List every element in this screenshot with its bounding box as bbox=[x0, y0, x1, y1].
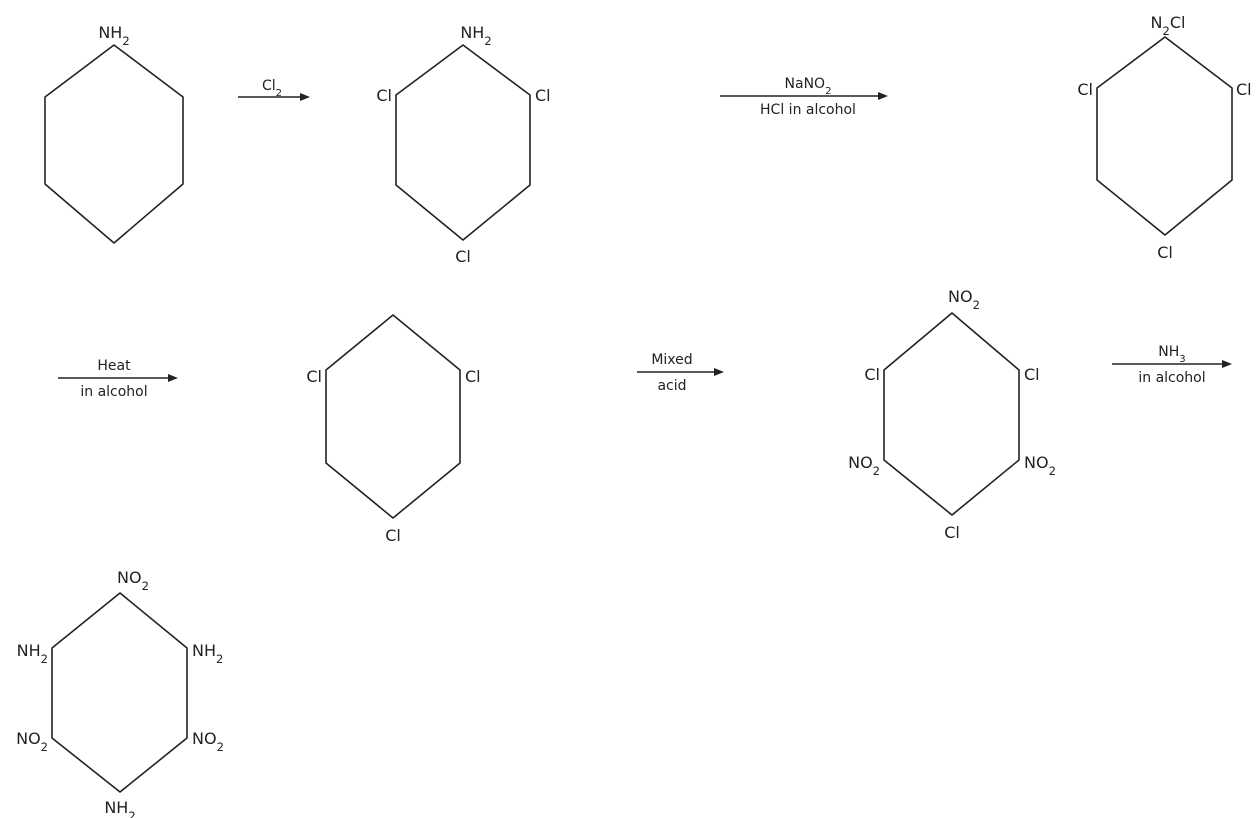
reaction-arrow-3: Heat in alcohol bbox=[58, 358, 178, 400]
substituent-lower-right: NO2 bbox=[1024, 453, 1056, 478]
reagent-below: HCl in alcohol bbox=[760, 102, 856, 118]
reagent-below: in alcohol bbox=[80, 384, 147, 400]
substituent-top: NO2 bbox=[948, 287, 980, 312]
reagent-below: acid bbox=[657, 378, 686, 394]
molecule-aniline: NH2 bbox=[44, 23, 184, 244]
substituent-bottom: Cl bbox=[1157, 243, 1173, 262]
reaction-arrow-4: Mixed acid bbox=[637, 352, 724, 394]
substituent-lower-left: NO2 bbox=[16, 729, 48, 754]
substituent-top: NO2 bbox=[117, 568, 149, 593]
substituent-upper-left: Cl bbox=[1077, 80, 1093, 99]
substituent-upper-left: NH2 bbox=[17, 641, 48, 666]
substituent-bottom: Cl bbox=[385, 526, 401, 545]
benzene-ring bbox=[1096, 36, 1233, 236]
molecule-trichlorodiazonium: N2Cl Cl Cl Cl bbox=[1077, 13, 1251, 262]
reaction-arrow-5: NH3 in alcohol bbox=[1112, 344, 1232, 386]
substituent-upper-right: Cl bbox=[1024, 365, 1040, 384]
substituent-lower-right: NO2 bbox=[192, 729, 224, 754]
substituent-bottom: Cl bbox=[455, 247, 471, 266]
reagent-below: in alcohol bbox=[1138, 370, 1205, 386]
reagent-above: Cl2 bbox=[262, 78, 282, 99]
substituent-top: N2Cl bbox=[1151, 13, 1186, 38]
reaction-arrow-1: Cl2 bbox=[238, 78, 310, 101]
substituent-upper-right: NH2 bbox=[192, 641, 223, 666]
substituent-upper-right: Cl bbox=[535, 86, 551, 105]
substituent-bottom: NH2 bbox=[104, 798, 135, 818]
reagent-above: NaNO2 bbox=[785, 76, 832, 97]
reagent-above: NH3 bbox=[1158, 344, 1185, 365]
benzene-ring bbox=[883, 312, 1020, 516]
molecule-trichloroaniline: NH2 Cl Cl Cl bbox=[376, 23, 550, 266]
molecule-trichlorobenzene: Cl Cl Cl bbox=[306, 314, 481, 545]
substituent-bottom: Cl bbox=[944, 523, 960, 542]
reaction-arrow-2: NaNO2 HCl in alcohol bbox=[720, 76, 888, 118]
substituent-top: NH2 bbox=[98, 23, 129, 48]
substituent-lower-left: NO2 bbox=[848, 453, 880, 478]
benzene-ring bbox=[44, 44, 184, 244]
substituent-top: NH2 bbox=[460, 23, 491, 48]
substituent-upper-right: Cl bbox=[465, 367, 481, 386]
substituent-upper-left: Cl bbox=[306, 367, 322, 386]
benzene-ring bbox=[395, 44, 531, 241]
substituent-upper-right: Cl bbox=[1236, 80, 1252, 99]
benzene-ring bbox=[51, 592, 188, 793]
substituent-upper-left: Cl bbox=[376, 86, 392, 105]
substituent-upper-left: Cl bbox=[864, 365, 880, 384]
reagent-above: Heat bbox=[97, 358, 131, 374]
benzene-ring bbox=[325, 314, 461, 519]
molecule-triaminotrinitrobenzene: NO2 NH2 NH2 NO2 NO2 NH2 bbox=[16, 568, 224, 818]
molecule-trichlorotrinitrobenzene: NO2 Cl Cl NO2 NO2 Cl bbox=[848, 287, 1056, 542]
reagent-above: Mixed bbox=[651, 352, 692, 368]
